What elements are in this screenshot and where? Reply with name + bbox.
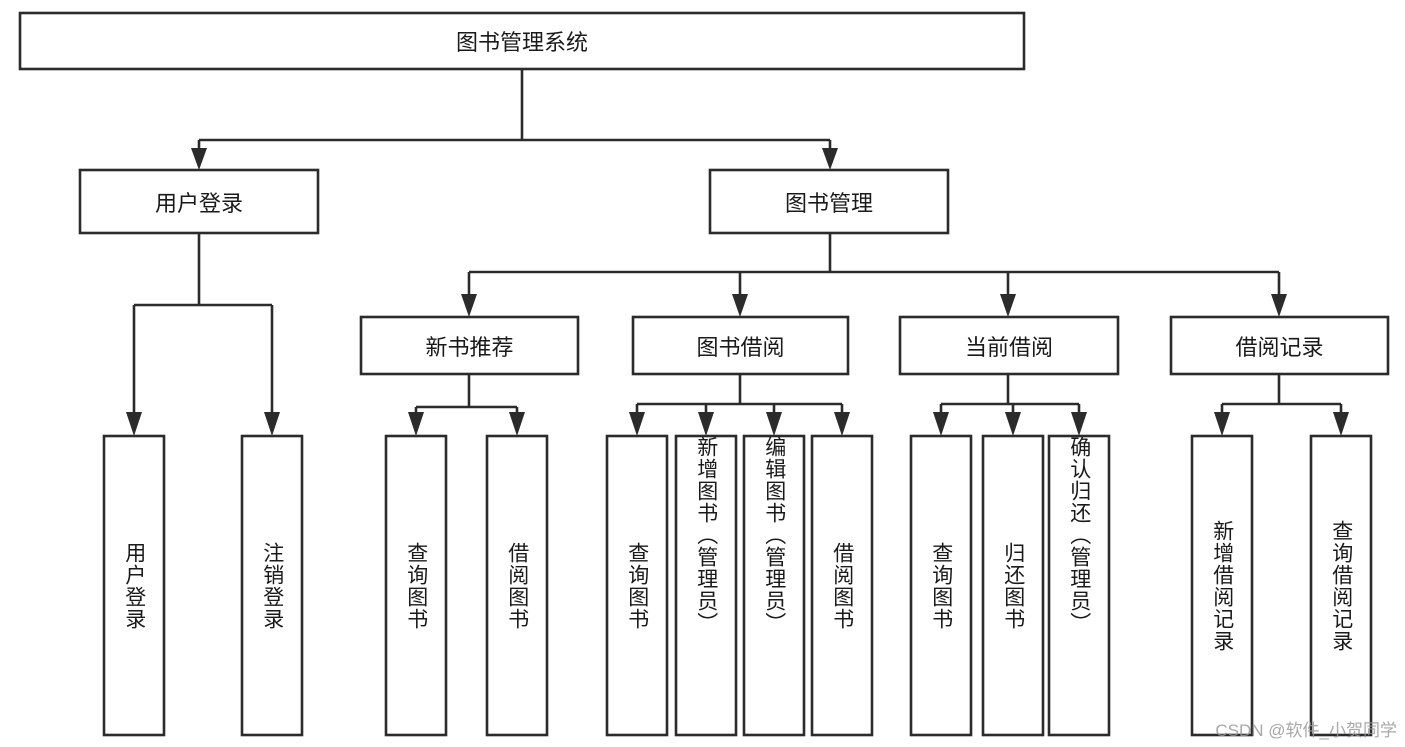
arrow-head-leaf-add-book-admin bbox=[698, 412, 714, 436]
arrow-head-book-borrow bbox=[732, 294, 748, 317]
node-box-leaf-edit-book-admin[interactable] bbox=[742, 434, 806, 737]
node-box-new-book-recommend[interactable] bbox=[359, 315, 580, 376]
arrow-head-borrow-record bbox=[1271, 294, 1287, 317]
arrow-head-current-borrow bbox=[1000, 294, 1016, 317]
arrow-head-leaf-query-borrow-record bbox=[1333, 412, 1349, 436]
node-box-leaf-borrow-book[interactable] bbox=[810, 434, 874, 737]
node-box-leaf-user-login[interactable] bbox=[102, 434, 166, 737]
arrow-head-new-book-recommend bbox=[461, 294, 477, 317]
node-box-current-borrow[interactable] bbox=[898, 315, 1120, 376]
node-box-leaf-add-book-admin[interactable] bbox=[674, 434, 738, 737]
arrow-head-leaf-user-login bbox=[126, 412, 142, 436]
node-box-root[interactable] bbox=[18, 11, 1026, 71]
node-box-leaf-borrow-book-rec[interactable] bbox=[485, 434, 549, 737]
arrow-head-leaf-return-book bbox=[1005, 412, 1021, 436]
arrow-head-book-manage bbox=[822, 148, 838, 170]
node-box-leaf-query-book-borrow[interactable] bbox=[605, 434, 669, 737]
edge-group-borrow-record bbox=[1214, 374, 1349, 436]
arrow-head-leaf-confirm-return-admin bbox=[1071, 412, 1087, 436]
node-box-leaf-user-logout[interactable] bbox=[240, 434, 304, 737]
node-box-leaf-add-borrow-record[interactable] bbox=[1190, 434, 1254, 737]
arrow-head-leaf-user-logout bbox=[264, 412, 280, 436]
arrow-head-leaf-query-book-borrow bbox=[629, 412, 645, 436]
edge-group-new-book-recommend bbox=[408, 374, 525, 436]
arrow-head-leaf-query-book-cur bbox=[933, 412, 949, 436]
arrow-head-leaf-borrow-book-rec bbox=[509, 412, 525, 436]
node-box-leaf-return-book[interactable] bbox=[981, 434, 1045, 737]
node-box-leaf-query-borrow-record[interactable] bbox=[1309, 434, 1373, 737]
node-box-user-login[interactable] bbox=[78, 168, 320, 235]
arrow-head-user-login bbox=[191, 148, 207, 170]
node-box-book-manage[interactable] bbox=[708, 168, 950, 235]
edge-group-current-borrow bbox=[933, 374, 1087, 436]
node-box-leaf-confirm-return-admin[interactable] bbox=[1047, 434, 1111, 737]
arrow-head-leaf-add-borrow-record bbox=[1214, 412, 1230, 436]
edge-group-user-login bbox=[126, 233, 280, 436]
node-box-borrow-record[interactable] bbox=[1169, 315, 1390, 376]
edge-group-book-borrow bbox=[629, 374, 850, 436]
node-box-leaf-query-book-rec[interactable] bbox=[384, 434, 448, 737]
arrow-head-leaf-borrow-book bbox=[834, 412, 850, 436]
edge-group-root bbox=[191, 69, 838, 170]
node-box-leaf-query-book-cur[interactable] bbox=[909, 434, 973, 737]
edge-group-book-manage bbox=[461, 233, 1287, 317]
node-box-book-borrow[interactable] bbox=[631, 315, 850, 376]
arrow-head-leaf-query-book-rec bbox=[408, 412, 424, 436]
arrow-head-leaf-edit-book-admin bbox=[766, 412, 782, 436]
